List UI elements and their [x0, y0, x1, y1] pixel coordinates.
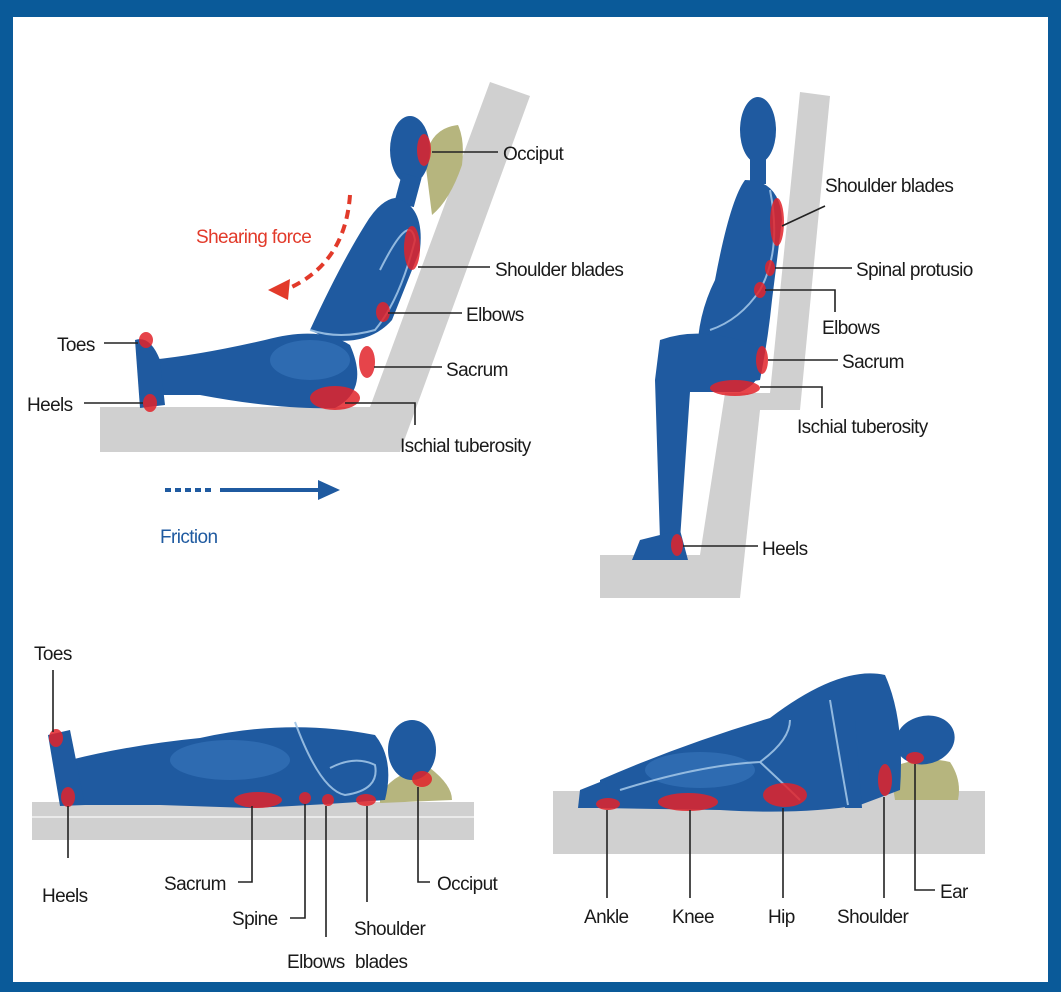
reclined-shoulder-blades-label: Shoulder blades — [495, 260, 623, 281]
supine-blades-label: blades — [355, 952, 407, 973]
lateral-shoulder-label: Shoulder — [837, 907, 910, 928]
sitting-figure — [632, 97, 782, 560]
reclined-ischial-point — [310, 386, 360, 410]
supine-elbow-point — [322, 794, 334, 806]
supine-occiput-point — [412, 771, 432, 787]
sitting-ischial-label: Ischial tuberosity — [797, 417, 929, 438]
supine-spine-point — [299, 792, 311, 804]
lateral-ankle-label: Ankle — [584, 907, 629, 928]
lateral-knee-label: Knee — [672, 907, 714, 928]
supine-heels-label: Heels — [42, 886, 88, 907]
shearing-force-arrowhead — [268, 279, 290, 300]
sitting-elbow-point — [754, 282, 766, 298]
panel-supine: Toes Heels Sacrum Spine Elbows Shoulder … — [32, 644, 499, 973]
reclined-occiput-label: Occiput — [503, 144, 565, 165]
supine-occiput-label: Occiput — [437, 874, 499, 895]
supine-toes-point — [49, 729, 63, 747]
sitting-heels-label: Heels — [762, 539, 808, 560]
friction-arrowhead — [318, 480, 340, 500]
lateral-ankle-point — [596, 798, 620, 810]
sitting-ischial-point — [710, 380, 760, 396]
lateral-ear-point — [906, 752, 924, 764]
friction-label: Friction — [160, 527, 218, 548]
lateral-hip-point — [763, 783, 807, 807]
sitting-elbows-label: Elbows — [822, 318, 880, 339]
reclined-shoulder-point — [404, 226, 420, 270]
lateral-ear-label: Ear — [940, 882, 969, 903]
lateral-knee-point — [658, 793, 718, 811]
supine-shoulder-label: Shoulder — [354, 919, 427, 940]
supine-sacrum-label: Sacrum — [164, 874, 226, 895]
sitting-spinal-point — [765, 260, 775, 276]
reclined-heels-point — [143, 394, 157, 412]
shearing-force-label: Shearing force — [196, 227, 311, 248]
supine-toes-label: Toes — [34, 644, 72, 665]
sitting-heels-point — [671, 534, 683, 556]
reclined-heels-label: Heels — [27, 395, 73, 416]
reclined-toes-label: Toes — [57, 335, 95, 356]
supine-heels-point — [61, 787, 75, 807]
lateral-shoulder-point — [878, 764, 892, 796]
sitting-sacrum-label: Sacrum — [842, 352, 904, 373]
reclined-occiput-point — [417, 134, 431, 166]
sitting-sacrum-point — [756, 346, 768, 374]
reclined-sacrum-point — [359, 346, 375, 378]
panel-lateral: Ankle Knee Hip Shoulder Ear — [553, 673, 985, 928]
sitting-shoulder-blades-label: Shoulder blades — [825, 176, 953, 197]
reclined-ischial-label: Ischial tuberosity — [400, 436, 532, 457]
panel-sitting: Shoulder blades Spinal protusio Elbows S… — [600, 92, 973, 598]
sitting-spinal-label: Spinal protusio — [856, 260, 973, 281]
reclined-elbows-label: Elbows — [466, 305, 524, 326]
supine-sacrum-point — [234, 792, 282, 808]
supine-spine-label: Spine — [232, 909, 278, 930]
lateral-hip-label: Hip — [768, 907, 795, 928]
supine-elbows-label: Elbows — [287, 952, 345, 973]
panel-reclined: Shearing force Friction Occiput Shoulder… — [27, 82, 623, 548]
reclined-elbow-point — [376, 302, 390, 322]
reclined-toes-point — [139, 332, 153, 348]
sitting-shoulder-point — [770, 198, 784, 246]
supine-shoulder-point — [356, 794, 376, 806]
reclined-sacrum-label: Sacrum — [446, 360, 508, 381]
